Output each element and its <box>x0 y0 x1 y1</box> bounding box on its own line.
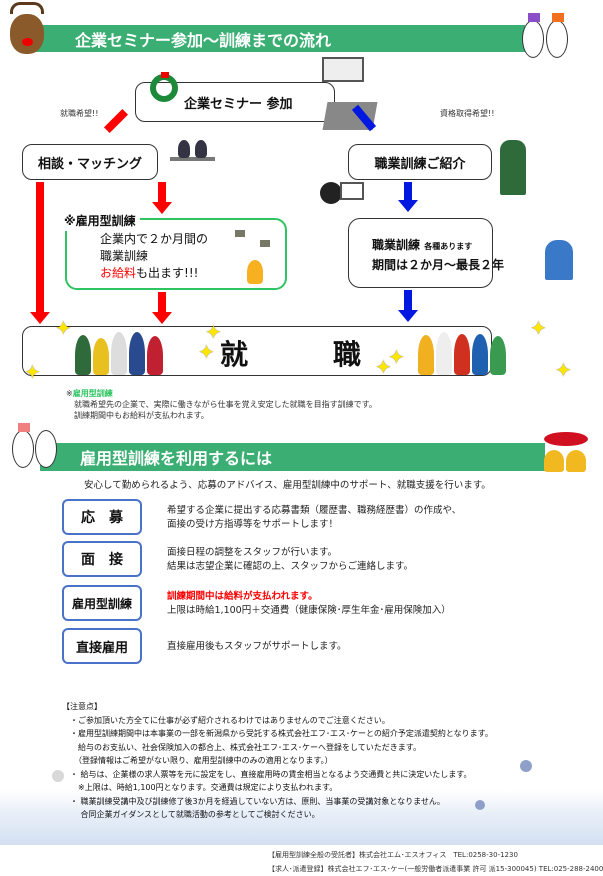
snowman-icon <box>35 430 57 468</box>
footnote-line: 就職希望先の企業で、実際に働きながら仕事を覚え安定した就職を目指す訓練です。 <box>74 400 377 409</box>
notes-section: 【注意点】 ・ご参加頂いた方全てに仕事が必ず紹介されるわけではありませんのでご注… <box>62 700 493 822</box>
computer-user-illustration <box>320 182 370 222</box>
snow-dot <box>520 760 532 772</box>
step-training-desc: 訓練期間中は給料が支払われます。上限は時給1,100円＋交通費（健康保険･厚生年… <box>167 590 451 618</box>
section-header-flow: 企業セミナー参加〜訓練までの流れ <box>30 25 525 52</box>
sparkle-icon: ✦ <box>55 316 72 340</box>
arrow-down-icon <box>398 290 418 322</box>
step-direct-hire-desc: 直接雇用後もスタッフがサポートします。 <box>167 640 347 654</box>
employment-char-2: 職 <box>333 338 362 371</box>
notes-title: 【注意点】 <box>62 702 102 711</box>
voc-period: 期間は２か月〜最長２年 <box>372 258 505 272</box>
arrow-down-icon <box>152 182 172 214</box>
antlers-icon <box>10 2 44 14</box>
sparkle-icon: ✦ <box>555 358 572 382</box>
sparkle-icon: ✦ <box>375 355 392 379</box>
vocational-training-box <box>348 218 493 288</box>
desc-highlight: 訓練期間中は給料が支払われます。 <box>167 591 318 602</box>
sparkle-icon: ✦ <box>205 320 222 344</box>
arrow-down-icon <box>398 182 418 212</box>
desc-line: 希望する企業に提出する応募書類（履歴書、職務経歴書）の作成や、 <box>167 505 462 516</box>
consult-label: 相談・マッチング <box>37 156 142 172</box>
note-line: 合同企業ガイダンスとして就職活動の参考としてご検討ください。 <box>70 810 320 819</box>
consult-matching-box: 相談・マッチング <box>22 144 158 180</box>
city-skyline-illustration <box>0 790 603 845</box>
sparkle-icon: ✦ <box>388 345 405 369</box>
desc-line: 面接の受け方指導等をサポートします！ <box>167 519 339 530</box>
vocational-intro-box: 職業訓練ご紹介 <box>348 144 492 180</box>
section-header-usage: 雇用型訓練を利用するには <box>40 443 545 471</box>
seminar-label: 企業セミナー 参加 <box>184 96 293 112</box>
footer-contacts: 【雇用型訓練全般の受託者】株式会社エム･エスオフィス TEL:0258-30-1… <box>268 848 603 876</box>
section-title: 雇用型訓練を利用するには <box>80 449 273 468</box>
pay-highlight: お給料 <box>100 266 137 280</box>
note-line: ・ 職業訓練受講中及び訓練修了後3か月を経過していない方は、原則、当事業の受講対… <box>70 796 445 806</box>
bells-ribbon-icon <box>540 432 592 476</box>
snow-dot <box>475 800 485 810</box>
job-hope-hint: 就職希望!! <box>60 109 99 118</box>
snowman-icon <box>522 13 544 58</box>
footnote-mark: ※ <box>66 389 73 398</box>
step-interview-desc: 面接日程の調整をスタッフが行います。結果は志望企業に確認の上、スタッフからご連絡… <box>167 546 413 574</box>
sparkle-icon: ✦ <box>198 340 215 364</box>
note-line: ※上限は、時給1,100円となります。交通費は規定により支払われます。 <box>70 783 338 792</box>
money-celebration-illustration <box>230 225 280 285</box>
usage-intro: 安心して勤められるよう、応募のアドバイス、雇用型訓練中のサポート、就職支援を行い… <box>84 480 491 491</box>
footnote-label: 雇用型訓練 <box>72 389 113 398</box>
employment-char-1: 就 <box>220 338 249 371</box>
teacher-illustration <box>500 140 526 195</box>
footnote-title: ※雇用型訓練 <box>66 388 377 399</box>
desc-line: 結果は志望企業に確認の上、スタッフからご連絡します。 <box>167 561 414 572</box>
step-direct-hire-label: 直接雇用 <box>62 628 142 664</box>
text-line: お給料も出ます!!! <box>100 265 208 282</box>
arrow-down-icon <box>30 182 50 324</box>
employment-training-label: ※雇用型訓練 <box>60 210 140 231</box>
voc-small: 各種あります <box>424 242 473 251</box>
snow-dot <box>52 770 64 782</box>
sparkle-icon: ✦ <box>24 360 41 384</box>
desc-line: 面接日程の調整をスタッフが行います。 <box>167 547 338 558</box>
text-rest: も出ます!!! <box>136 266 199 280</box>
note-line: ・ご参加頂いた方全てに仕事が必ず紹介されるわけではありませんのでご注意ください。 <box>70 715 390 725</box>
sparkle-icon: ✦ <box>530 316 547 340</box>
arrow-down-left-icon <box>103 108 129 134</box>
step-training-label: 雇用型訓練 <box>62 585 142 621</box>
desc-line: 上限は時給1,100円＋交通費（健康保険･厚生年金･雇用保険加入） <box>167 605 451 616</box>
meeting-illustration <box>320 57 380 132</box>
wreath-icon <box>150 72 178 102</box>
employment-training-footnote: ※雇用型訓練 就職希望先の企業で、実際に働きながら仕事を覚え安定した就職を目指す… <box>66 388 377 421</box>
arrow-down-icon <box>152 292 172 324</box>
section-title: 企業セミナー参加〜訓練までの流れ <box>75 30 332 50</box>
qualification-hope-hint: 資格取得希望!! <box>440 109 495 118</box>
text-line: 企業内で２か月間の <box>100 232 209 246</box>
voc-title: 職業訓練 <box>372 238 421 252</box>
note-line: 給与のお支払い、社会保険加入の都合上、株式会社エフ･エス･ケーへ登録をしていただ… <box>70 742 421 752</box>
step-apply-desc: 希望する企業に提出する応募書類（履歴書、職務経歴書）の作成や、面接の受け方指導等… <box>167 504 461 532</box>
note-line: （登録情報はご希望がない限り、雇用型訓練中のみの適用となります。） <box>70 756 333 765</box>
workers-group-illustration <box>75 330 175 375</box>
note-line: ・雇用型訓練期間中は本事業の一部を新潟県から受託する株式会社エフ･エス･ケーとの… <box>70 729 493 738</box>
employment-training-text: 企業内で２か月間の 職業訓練 お給料も出ます!!! <box>100 231 208 282</box>
step-apply-label: 応 募 <box>62 499 142 535</box>
seminar-box: 企業セミナー 参加 <box>135 82 335 122</box>
workers-group-illustration <box>418 330 518 375</box>
step-interview-label: 面 接 <box>62 541 142 577</box>
snowman-icon <box>12 423 34 468</box>
notes-list: ・ご参加頂いた方全てに仕事が必ず紹介されるわけではありませんのでご注意ください。… <box>62 714 493 822</box>
vocational-training-text: 職業訓練 各種あります 期間は２か月〜最長２年 <box>372 236 504 274</box>
vocational-intro-label: 職業訓練ご紹介 <box>374 156 466 172</box>
text-line: 職業訓練 <box>100 249 149 263</box>
desc-line: 直接雇用後もスタッフがサポートします。 <box>167 641 347 652</box>
snowman-icon <box>546 13 568 58</box>
footnote-line: 訓練期間中もお給料が支払われます。 <box>74 411 209 420</box>
reindeer-icon <box>10 14 44 54</box>
note-line: ・ 給与は、企業様の求人票等を元に設定をし、直接雇用時の賃金相当となるよう交通費… <box>70 769 472 779</box>
footer-line: 【求人･派遣登録】株式会社エフ･エス･ケー(一般労働者派遣事業 許可 派15-3… <box>268 865 603 873</box>
worker-illustration <box>545 240 573 280</box>
desk-people-illustration <box>170 135 230 185</box>
footer-line: 【雇用型訓練全般の受託者】株式会社エム･エスオフィス TEL:0258-30-1… <box>268 851 518 859</box>
text-line: 職業訓練 各種あります <box>372 236 504 256</box>
